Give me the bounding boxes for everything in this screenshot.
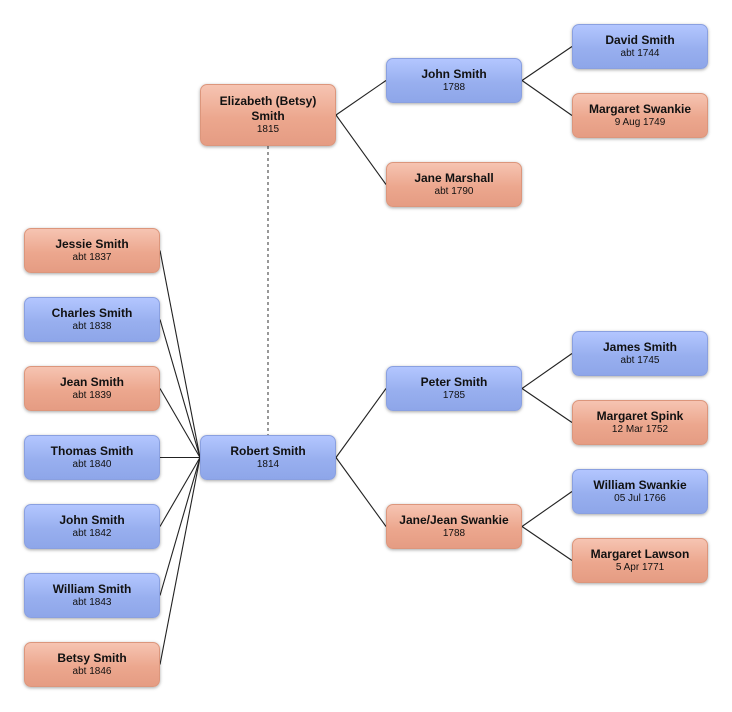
- person-name: James Smith: [602, 340, 678, 354]
- person-name: Robert Smith: [230, 444, 306, 458]
- person-name: Jane/Jean Swankie: [399, 513, 509, 527]
- person-date: abt 1790: [434, 186, 474, 197]
- connector-line: [521, 353, 573, 389]
- person-name: William Smith: [52, 582, 132, 596]
- person-name: Jane Marshall: [414, 171, 494, 185]
- connector-line: [521, 388, 573, 423]
- person-name: Margaret Spink: [596, 409, 684, 423]
- person-name: Thomas Smith: [50, 444, 134, 458]
- connector-line: [159, 250, 201, 458]
- person-name: John Smith: [421, 67, 487, 81]
- person-date: abt 1744: [620, 48, 660, 59]
- person-name: David Smith: [605, 33, 675, 47]
- connector-line: [335, 114, 387, 185]
- connector-line: [159, 388, 201, 458]
- person-date: 1788: [442, 82, 466, 93]
- person-date: abt 1838: [72, 321, 112, 332]
- connector-line: [159, 457, 201, 596]
- person-date: 1785: [442, 390, 466, 401]
- connector-line: [335, 388, 387, 458]
- person-name: Margaret Swankie: [588, 102, 692, 116]
- person-date: 1814: [256, 459, 280, 470]
- person-date: 1788: [442, 528, 466, 539]
- person-name: Betsy Smith: [57, 651, 127, 665]
- person-date: abt 1842: [72, 528, 112, 539]
- person-date: abt 1843: [72, 597, 112, 608]
- person-date: 1815: [256, 124, 280, 135]
- person-name: Peter Smith: [420, 375, 488, 389]
- person-name: Margaret Lawson: [590, 547, 690, 561]
- person-date: 12 Mar 1752: [611, 424, 669, 435]
- connector-line: [159, 457, 201, 665]
- connector-line: [159, 457, 201, 527]
- connector-line: [335, 457, 387, 527]
- person-name: John Smith: [59, 513, 125, 527]
- person-name: Charles Smith: [51, 306, 133, 320]
- connector-line: [335, 80, 387, 116]
- connector-line: [159, 319, 201, 458]
- person-date: abt 1839: [72, 390, 112, 401]
- connector-line: [521, 46, 573, 81]
- connector-line: [521, 491, 573, 527]
- connector-line: [521, 526, 573, 561]
- person-date: abt 1837: [72, 252, 112, 263]
- person-name: Jessie Smith: [55, 237, 129, 251]
- person-name: Jean Smith: [59, 375, 125, 389]
- connector-line: [521, 80, 573, 116]
- person-name: William Swankie: [593, 478, 687, 492]
- person-date: abt 1745: [620, 355, 660, 366]
- person-date: 9 Aug 1749: [614, 117, 666, 128]
- person-date: abt 1846: [72, 666, 112, 677]
- person-date: 5 Apr 1771: [615, 562, 665, 573]
- person-date: 05 Jul 1766: [614, 493, 666, 504]
- person-date: abt 1840: [72, 459, 112, 470]
- person-name: Elizabeth (Betsy) Smith: [219, 94, 317, 123]
